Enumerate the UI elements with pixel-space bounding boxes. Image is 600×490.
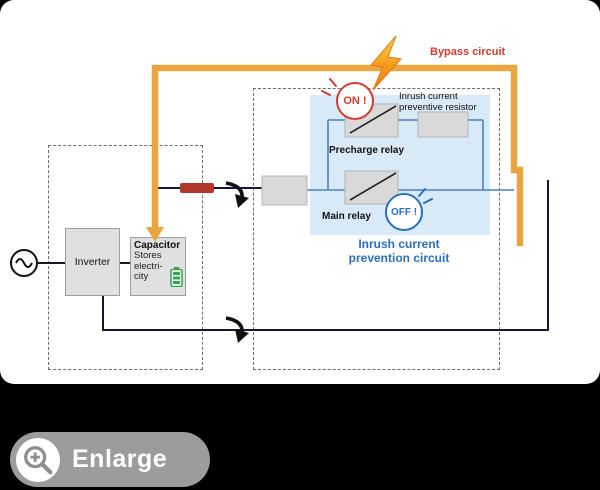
on-badge-label: ON ! <box>343 95 367 107</box>
capacitor-box: Capacitor Stores electri-city <box>130 237 186 296</box>
enlarge-button-label: Enlarge <box>72 445 168 473</box>
enlarge-button[interactable]: Enlarge <box>10 432 210 487</box>
inverter-box: Inverter <box>65 228 120 296</box>
inrush-resistor-label: Inrush current preventive resistor <box>399 91 477 113</box>
inverter-label: Inverter <box>74 256 111 268</box>
off-status-badge: OFF ! <box>385 193 423 231</box>
off-badge-label: OFF ! <box>390 206 418 218</box>
sine-wave-icon <box>15 258 33 268</box>
main-relay-label: Main relay <box>322 211 371 222</box>
ac-source-icon <box>10 249 38 277</box>
battery-icon <box>170 267 183 292</box>
zoom-in-icon <box>16 437 60 482</box>
bypass-circuit-label: Bypass circuit <box>430 46 506 58</box>
capacitor-sublabel: Stores electri-city <box>134 250 163 283</box>
on-status-badge: ON ! <box>336 82 374 120</box>
precharge-relay-label: Precharge relay <box>329 145 405 156</box>
prevention-dashed-frame <box>253 88 500 370</box>
prevention-circuit-caption: Inrush current prevention circuit <box>348 237 450 265</box>
